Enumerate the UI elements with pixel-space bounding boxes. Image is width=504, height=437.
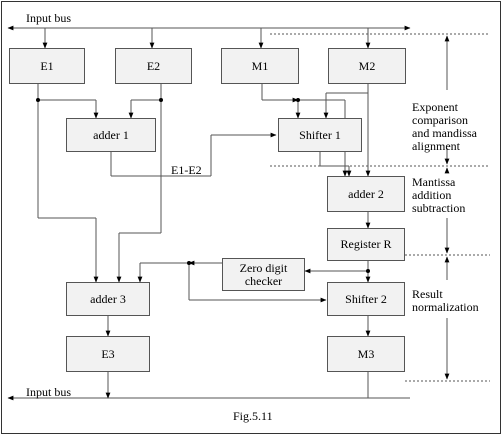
wire-label-e1-e2: E1-E2 <box>171 163 202 177</box>
input-bus-top-label: Input bus <box>26 11 71 25</box>
block-e1: E1 <box>9 48 85 84</box>
stage-label-2-line3: subtraction <box>412 201 466 215</box>
stage-label-1-line1: Exponent <box>412 100 458 114</box>
block-m2: M2 <box>328 48 406 84</box>
block-register-r: Register R <box>327 228 405 261</box>
stage-label-3-line2: normalization <box>412 300 479 314</box>
block-adder3: adder 3 <box>66 282 150 316</box>
block-shifter1: Shifter 1 <box>278 118 362 152</box>
junction-dot <box>366 269 370 273</box>
block-m1: M1 <box>221 48 299 84</box>
stage-label-2-line2: addition <box>412 188 452 202</box>
stage-label-3-line1: Result <box>412 287 443 301</box>
block-shifter2: Shifter 2 <box>327 282 405 316</box>
input-bus-bottom-label: Input bus <box>26 385 71 399</box>
stage-label-2-line1: Mantissa <box>412 175 456 189</box>
block-e2: E2 <box>115 48 192 84</box>
junction-dot <box>296 98 300 102</box>
stage-label-1-line3: and mandissa <box>412 126 477 140</box>
stage-label-1-line4: alignment <box>412 139 460 153</box>
junction-dot <box>187 261 191 265</box>
block-adder2: adder 2 <box>327 176 405 212</box>
block-adder1: adder 1 <box>66 118 156 152</box>
block-m3: M3 <box>327 336 405 372</box>
figure-caption: Fig.5.11 <box>233 409 273 423</box>
stage-label-1-line2: comparison <box>412 113 468 127</box>
block-zero-digit-checker: Zero digit checker <box>222 258 305 291</box>
junction-dot <box>36 98 40 102</box>
block-e3: E3 <box>66 336 150 372</box>
junction-dot <box>159 98 163 102</box>
